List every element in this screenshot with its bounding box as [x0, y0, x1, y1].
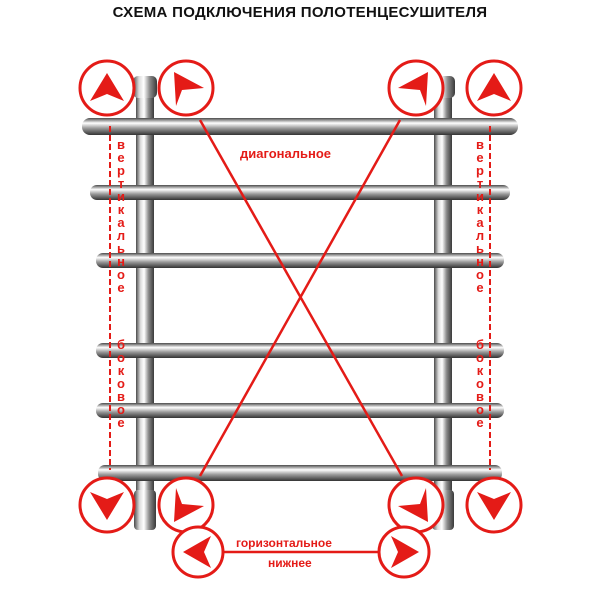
rail-bar [98, 465, 502, 481]
marker-top-right-outer[interactable] [465, 59, 523, 117]
rail-bar [96, 253, 504, 268]
right-collector-pipe [431, 76, 455, 530]
diagonal-line [198, 119, 402, 477]
flag-right-icon [174, 72, 204, 106]
arrow-left-icon [183, 536, 211, 568]
horizontal-label: горизонтальное [236, 536, 332, 550]
marker-bottom-left-outer[interactable] [78, 476, 136, 534]
rail-bar [90, 185, 510, 200]
marker-bottom-right-inner[interactable] [387, 476, 445, 534]
diagonal-label: диагональное [240, 146, 332, 161]
marker-bottom-right-outer[interactable] [465, 476, 523, 534]
marker-top-left-inner[interactable] [157, 59, 215, 117]
arrow-up-icon [90, 73, 124, 101]
marker-bottom-left-inner[interactable] [157, 476, 215, 534]
flag-left-icon [398, 488, 428, 522]
diagram-title: СХЕМА ПОДКЛЮЧЕНИЯ ПОЛОТЕНЦЕСУШИТЕЛЯ [112, 4, 488, 21]
flag-right-icon [174, 488, 204, 522]
rail-bar [82, 118, 518, 135]
arrow-down-icon [90, 492, 124, 520]
marker-bottom-horizontal-left[interactable] [171, 525, 225, 579]
arrow-up-icon [477, 73, 511, 101]
arrow-right-icon [391, 536, 419, 568]
flag-left-icon [398, 72, 428, 106]
arrow-down-icon [477, 492, 511, 520]
marker-top-left-outer[interactable] [78, 59, 136, 117]
left-collector-pipe [133, 76, 157, 530]
marker-bottom-horizontal-right[interactable] [377, 525, 431, 579]
bottom-label: нижнее [268, 556, 312, 570]
marker-top-right-inner[interactable] [387, 59, 445, 117]
rail-bar [96, 403, 504, 418]
rail-bar [96, 343, 504, 358]
